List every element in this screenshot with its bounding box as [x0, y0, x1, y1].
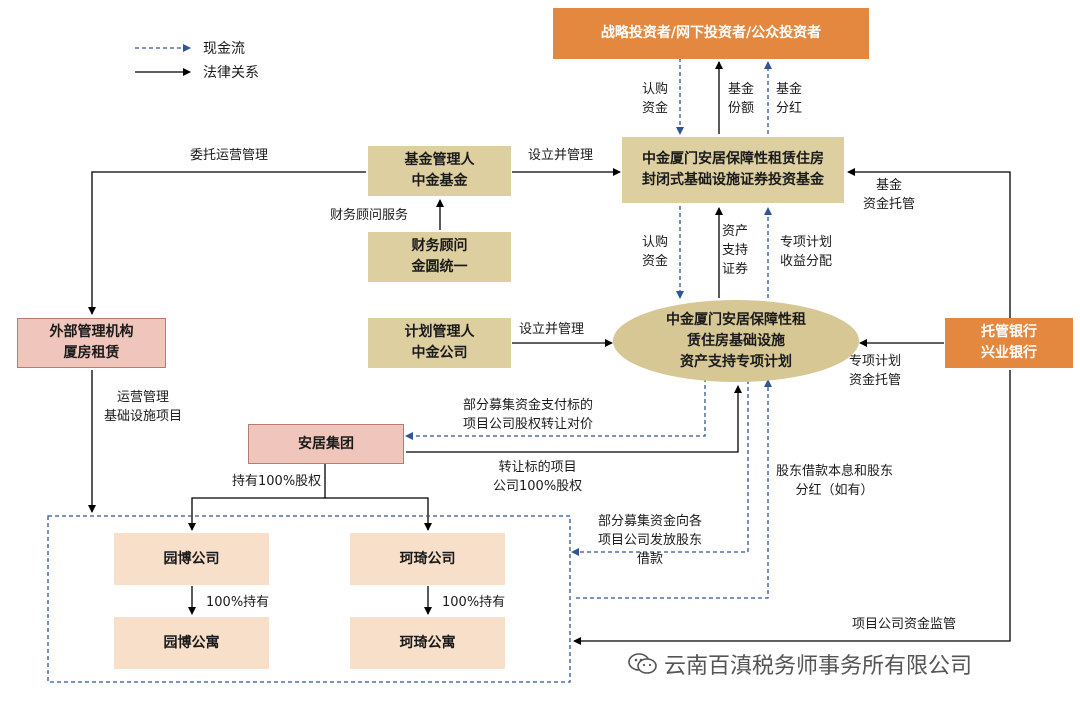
investors-box: 战略投资者/网下投资者/公众投资者: [553, 8, 869, 59]
fund-label-line2: 封闭式基础设施证券投资基金: [642, 172, 824, 188]
project-companies-enclosure: [47, 515, 571, 683]
fund-share-label: 基金份额: [728, 82, 755, 116]
advisor-label-line1: 财务顾问: [411, 238, 468, 254]
legend-cash-flow: 现金流: [203, 41, 245, 57]
legend-legal-relation: 法律关系: [203, 65, 259, 81]
kexi-apartment-box: 珂琦公寓: [350, 617, 505, 669]
fund-manager-label-line2: 中金基金: [411, 173, 468, 189]
abs-label-line3: 资产支持专项计划: [680, 353, 792, 370]
kexi-company-box: 珂琦公司: [350, 533, 505, 585]
partial-loan-label: 部分募集资金向各项目公司发放股东借款: [598, 514, 703, 567]
watermark-text: 云南百滇税务师事务所有限公司: [664, 654, 973, 679]
loan-interest-dividend-label: 股东借款本息和股东分红（如有）: [776, 464, 894, 498]
establish-manage-plan-label: 设立并管理: [519, 322, 585, 337]
yuanbo-apartment-box: 园博公寓: [114, 617, 269, 669]
plan-manager-label-line2: 中金公司: [411, 345, 468, 361]
anju-label: 安居集团: [298, 435, 354, 452]
anju-group-box: 安居集团: [248, 424, 404, 464]
yuanbo-company-label: 园博公司: [163, 550, 220, 567]
financial-advisory-label: 财务顾问服务: [330, 208, 409, 223]
entrusted-ops-label: 委托运营管理: [190, 148, 269, 163]
fund-supervision-label: 项目公司资金监管: [852, 617, 957, 632]
fund-custody-label: 基金资金托管: [863, 178, 916, 212]
wechat-icon: [628, 653, 657, 674]
plan-manager-label-line1: 计划管理人: [404, 324, 475, 340]
kexi-hold-label: 100%持有: [442, 595, 506, 610]
transfer-equity-label: 转让标的项目公司100%股权: [493, 460, 583, 494]
custodian-bank-box: 托管银行 兴业银行: [945, 318, 1073, 368]
custodian-label-line2: 兴业银行: [981, 345, 1037, 361]
asset-backed-securities-label: 资产支持证券: [722, 224, 749, 277]
investors-label: 战略投资者/网下投资者/公众投资者: [600, 25, 822, 41]
advisor-label-line2: 金圆统一: [411, 259, 468, 275]
fund-dividend-label: 基金分红: [776, 82, 803, 116]
kexi-apartment-label: 珂琦公寓: [399, 634, 456, 651]
plan-custody-label: 专项计划资金托管: [849, 354, 902, 388]
fund-label-line1: 中金厦门安居保障性租赁住房: [642, 151, 824, 167]
kexi-company-label: 珂琦公司: [399, 550, 456, 567]
partial-payment-label: 部分募集资金支付标的项目公司股权转让对价: [463, 398, 594, 432]
watermark: 云南百滇税务师事务所有限公司: [628, 648, 972, 680]
yuanbo-hold-label: 100%持有: [206, 595, 270, 610]
yuanbo-apartment-label: 园博公寓: [163, 634, 220, 651]
plan-manager-box: 计划管理人 中金公司: [368, 318, 511, 368]
external-manager-box: 外部管理机构 厦房租赁: [17, 318, 166, 368]
ext-manager-label-line1: 外部管理机构: [49, 324, 134, 340]
abs-label-line1: 中金厦门安居保障性租: [666, 311, 806, 328]
abs-plan-ellipse: 中金厦门安居保障性租 赁住房基础设施 资产支持专项计划: [613, 300, 859, 382]
abs-label-line2: 赁住房基础设施: [687, 332, 785, 349]
fund-manager-label-line1: 基金管理人: [404, 152, 475, 168]
ops-manage-label: 运营管理基础设施项目: [104, 390, 183, 424]
plan-income-distribution-label: 专项计划收益分配: [780, 235, 833, 269]
subscribe-funds-label-top: 认购资金: [642, 82, 669, 116]
ext-manager-label-line2: 厦房租赁: [63, 345, 120, 361]
financial-advisor-box: 财务顾问 金圆统一: [368, 232, 511, 282]
fund-box: 中金厦门安居保障性租赁住房 封闭式基础设施证券投资基金: [622, 137, 844, 203]
yuanbo-company-box: 园博公司: [114, 533, 269, 585]
hold-100-equity-label: 持有100%股权: [232, 474, 322, 489]
fund-manager-box: 基金管理人 中金基金: [368, 146, 511, 196]
establish-manage-fund-label: 设立并管理: [528, 148, 594, 163]
subscribe-funds-label-mid: 认购资金: [642, 235, 669, 269]
custodian-label-line1: 托管银行: [981, 324, 1037, 340]
